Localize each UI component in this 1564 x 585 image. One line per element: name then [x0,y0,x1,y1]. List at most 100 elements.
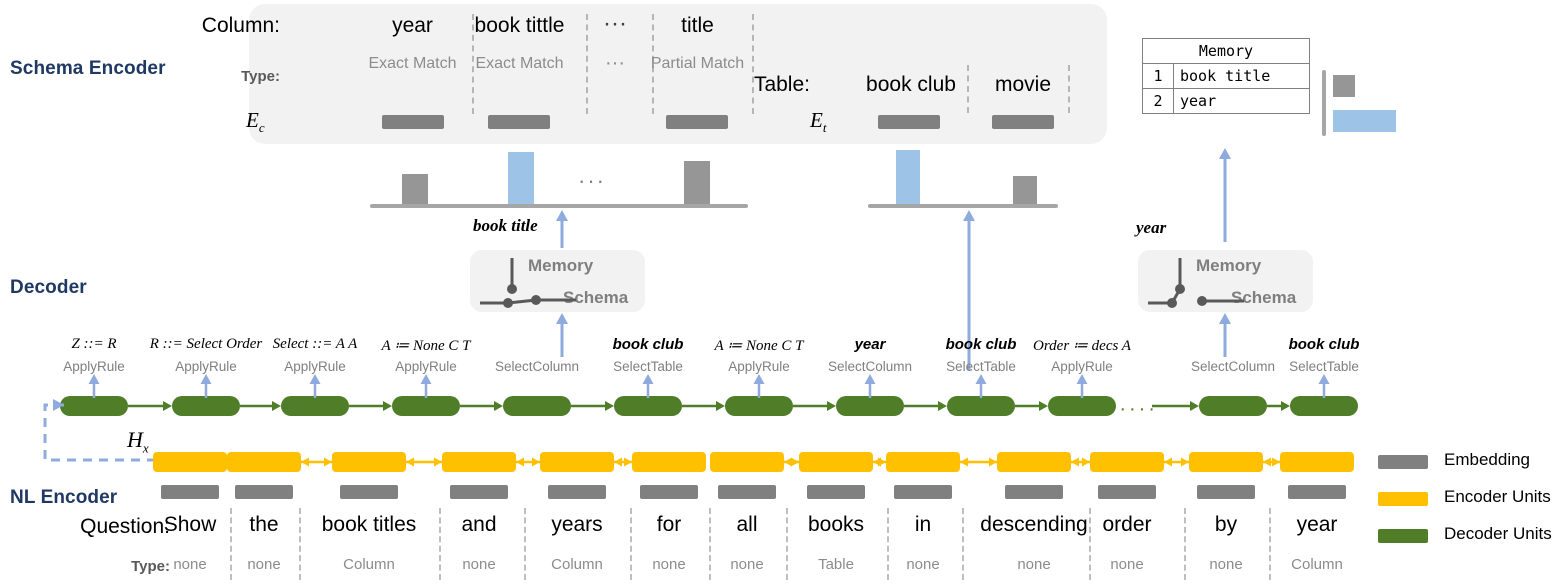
question-word-5: for [656,513,682,536]
encoder-unit-2[interactable] [332,452,406,472]
question-divider [961,508,964,580]
schema-column-type-1: Exact Match [475,55,564,72]
column-attention-axis [370,204,748,208]
encoder-bidir-arrow-icon-4 [614,457,632,467]
legend-label-encoder-units: Encoder Units [1444,487,1551,506]
encoder-unit-7[interactable] [799,452,873,472]
section-label-decoder: Decoder [10,277,87,298]
schema-column-embedding-3 [666,115,728,129]
decoder-action-label-7: year [854,336,886,353]
encoder-unit-5[interactable] [632,452,706,472]
question-embedding-0 [161,485,219,499]
decoder-flow-arrow-icon-0 [128,401,172,411]
question-divider [1088,508,1091,580]
switch-lever-icon-0 [480,258,576,308]
question-divider [298,508,301,580]
question-word-4: years [551,513,603,536]
schema-column-embedding-0 [382,115,444,129]
decoder-unit-9[interactable] [1048,396,1116,416]
question-word-7: books [807,513,865,536]
encoder-unit-3[interactable] [442,452,516,472]
hidden-state-feedback-arrow-icon [43,399,180,462]
decoder-unit-1[interactable] [172,396,240,416]
decoder-unit-11[interactable] [1290,396,1358,416]
question-type-5: none [652,556,686,573]
encoder-unit-4[interactable] [540,452,614,472]
column-attention-ellipsis: ··· [578,168,606,193]
table-row[interactable]: 1 book title [1142,63,1310,89]
memory-attention-axis [1322,70,1326,136]
question-word-11: by [1214,513,1238,536]
question-word-3: and [461,513,497,536]
question-divider [709,508,711,580]
decoder-action-label-11: book club [1288,336,1360,353]
encoder-unit-8[interactable] [886,452,960,472]
encoder-unit-9[interactable] [997,452,1071,472]
question-embedding-5 [640,485,698,499]
schema-table-embedding-1 [992,115,1054,129]
legend-swatch-encoder-units [1378,492,1428,506]
decoder-output-arrow-icon-1 [200,374,212,398]
encoder-unit-1[interactable] [227,452,301,472]
schema-column-type-3: Partial Match [650,55,745,72]
encoder-bidir-arrow-icon-9 [1071,457,1090,467]
decoder-action-type-4: SelectColumn [494,359,580,374]
schema-table-name-1: movie [994,73,1052,96]
decoder-unit-8[interactable] [947,396,1015,416]
legend-label-embedding: Embedding [1444,450,1531,469]
memory-table-header-row: Memory [1142,38,1310,64]
question-embedding-9 [1005,485,1063,499]
decoder-action-label-8: book club [945,336,1017,353]
question-divider [439,508,441,580]
decoder-action-type-11: SelectTable [1289,359,1359,374]
decoder-flow-arrow-icon-3 [460,401,503,411]
decoder-unit-5[interactable] [614,396,682,416]
encoder-unit-11[interactable] [1189,452,1263,472]
decoder-unit-4[interactable] [503,396,571,416]
decoder-action-label-2: Select ::= A A [272,336,358,352]
decoder-action-label-0: Z ::= R [71,336,117,352]
memory-table[interactable]: Memory 1 book title 2 year [1142,38,1310,114]
question-divider [1268,508,1271,580]
encoder-unit-12[interactable] [1280,452,1354,472]
decoder-unit-10[interactable] [1199,396,1267,416]
decoder-output-arrow-icon-9 [1076,374,1088,398]
decoder-output-arrow-icon-2 [309,374,321,398]
decoder-flow-arrow-icon-6 [793,401,836,411]
decoder-action-type-8: SelectTable [946,359,1016,374]
decoder-action-label-6: A ≔ None C T [714,338,804,354]
decoder-output-arrow-icon-8 [975,374,987,398]
decoder-unit-0[interactable] [60,396,128,416]
question-divider [230,508,232,580]
decoder-flow-arrow-icon-10 [1267,401,1290,411]
question-divider [524,508,526,580]
column-embedding-symbol: Ec [246,108,265,136]
memory-row-value-1: year [1173,88,1310,114]
question-type-9: none [1017,556,1051,573]
decoder-action-label-5: book club [612,336,684,353]
decoder-unit-6[interactable] [725,396,793,416]
encoder-unit-0[interactable] [153,452,227,472]
table-attention-axis [868,204,1058,208]
encoder-unit-6[interactable] [710,452,784,472]
switch-output-label-1: year [1136,218,1167,237]
section-label-nl-encoder: NL Encoder [10,487,118,508]
decoder-output-arrow-icon-0 [88,374,100,398]
encoder-unit-10[interactable] [1090,452,1164,472]
question-word-10: order [1102,513,1152,536]
encoder-bidir-arrow-icon-10 [1164,457,1189,467]
schema-column-row-label: Column: [201,14,280,37]
decoder-action-type-7: SelectColumn [827,359,913,374]
question-type-1: none [247,556,281,573]
decoder-unit-3[interactable] [392,396,460,416]
switch-output-label-0: book title [473,216,538,235]
schema-divider [967,65,969,113]
question-type-3: none [462,556,496,573]
decoder-unit-7[interactable] [836,396,904,416]
memory-table-header: Memory [1142,38,1310,64]
schema-column-type-2: ··· [605,52,625,74]
decoder-output-arrow-icon-3 [420,374,432,398]
table-row[interactable]: 2 year [1142,88,1310,114]
switch-schema-label-1: Schema [1231,288,1297,307]
decoder-unit-2[interactable] [281,396,349,416]
